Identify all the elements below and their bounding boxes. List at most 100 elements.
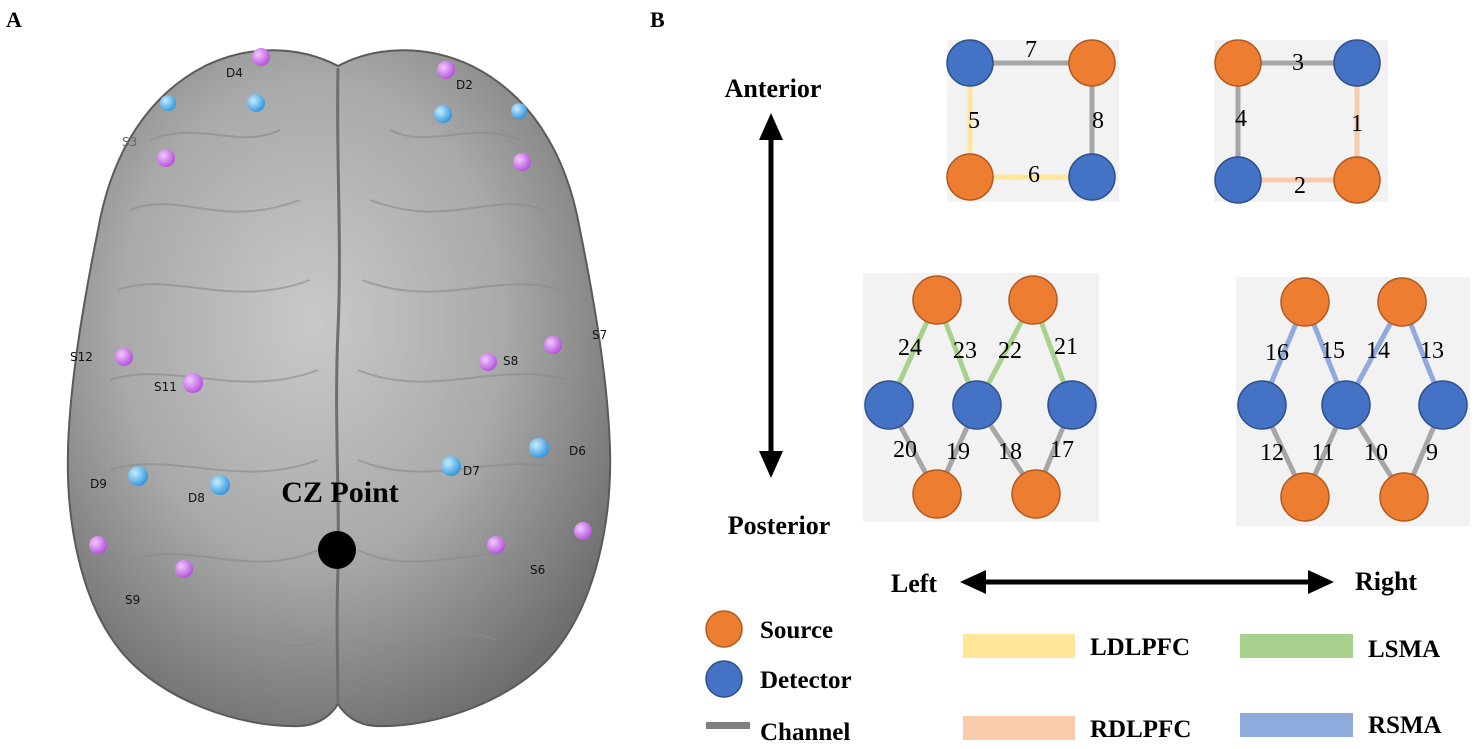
legend: Source Detector Channel LDLPFC LSMA RDLP… [705,610,1442,746]
posterior-label: Posterior [728,511,831,540]
detector-node [952,380,1002,430]
legend-channel-label: Channel [760,719,850,746]
channel-7-label: 7 [1025,37,1037,63]
source-node [1280,277,1330,327]
source-node [1377,277,1427,327]
optode-label-d7: D7 [463,464,480,478]
detector-node [1047,380,1097,430]
brain-top-view: D4 D2 S3 S12 S11 S8 S7 D6 D7 D8 D9 S6 S9… [66,48,612,728]
legend-ldlpfc-swatch [963,634,1075,658]
channel-5-label: 5 [968,108,980,134]
channel-6-label: 6 [1028,162,1040,188]
detector-optode [529,438,549,458]
channel-1-label: 1 [1351,111,1363,137]
detector-node [1068,153,1116,201]
source-node [1068,39,1116,87]
channel-18-label: 18 [998,439,1022,465]
legend-rsma-label: RSMA [1368,712,1442,739]
source-optode [252,48,270,66]
source-optode [157,149,175,167]
legend-rdlpfc-label: RDLPFC [1090,716,1191,743]
legend-source-label: Source [760,617,833,644]
rdlpfc-channel-group: 3 4 1 2 [1214,39,1388,204]
optode-label-s8: S8 [503,354,518,368]
anterior-label: Anterior [725,74,822,103]
detector-node [946,39,994,87]
optode-label-s9: S9 [125,593,140,607]
detector-optode [247,94,265,112]
arrow-head-right [1308,570,1334,594]
legend-ldlpfc-label: LDLPFC [1090,634,1190,661]
right-label: Right [1355,567,1417,596]
source-optode [89,536,107,554]
channel-12-label: 12 [1260,440,1284,466]
source-node [1379,472,1429,522]
channel-20-label: 20 [893,437,917,463]
channel-2-label: 2 [1294,173,1306,199]
cz-point-marker [318,531,356,569]
source-node [946,153,994,201]
source-node [1280,472,1330,522]
ldlpfc-channel-group: 7 5 8 6 [946,37,1119,202]
channel-10-label: 10 [1364,440,1388,466]
channel-11-label: 11 [1311,440,1334,466]
channel-23-label: 23 [953,338,977,364]
longitudinal-fissure [335,67,341,705]
detector-optode [434,105,452,123]
source-optode [487,536,505,554]
detector-optode [128,466,148,486]
legend-rsma-swatch [1240,713,1353,737]
optode-label-d4: D4 [226,66,243,80]
optode-label-d8: D8 [188,491,205,505]
legend-lsma-swatch [1240,634,1353,658]
channel-17-label: 17 [1050,437,1074,463]
channel-22-label: 22 [998,338,1022,364]
source-node [1214,39,1262,87]
optode-label-d6: D6 [569,444,586,458]
optode-label-s3: S3 [122,135,137,149]
panel-label-a: A [6,7,22,32]
legend-detector-label: Detector [760,667,852,694]
channel-4-label: 4 [1235,106,1247,132]
legend-rdlpfc-swatch [963,716,1075,740]
optode-label-d2: D2 [456,78,473,92]
channel-13-label: 13 [1420,338,1444,364]
source-node [912,469,962,519]
gyri-texture [109,129,567,647]
legend-detector-swatch [705,660,743,698]
source-node [912,275,962,325]
lsma-channel-group: 24 23 22 21 20 19 18 17 [863,273,1099,522]
left-right-axis: Left Right [891,567,1417,598]
channel-9-label: 9 [1426,440,1438,466]
source-node [1008,275,1058,325]
source-node [1011,469,1061,519]
source-optode [183,373,203,393]
cz-point-label: CZ Point [281,476,399,509]
detector-node [1237,380,1287,430]
arrow-head-up [759,113,783,140]
channel-3-label: 3 [1292,50,1304,76]
legend-lsma-label: LSMA [1368,636,1440,663]
channel-21-label: 21 [1054,334,1078,360]
source-optode [175,560,193,578]
detector-node [1321,380,1371,430]
channel-8-label: 8 [1092,108,1104,134]
detector-optode [511,103,527,119]
source-optode [437,61,455,79]
arrow-head-left [960,570,986,594]
panel-label-b: B [650,7,665,32]
brain-source-optodes [89,48,592,578]
optode-label-s6: S6 [530,563,545,577]
detector-optode [210,475,230,495]
channel-14-label: 14 [1366,338,1390,364]
arrow-head-down [759,451,783,478]
legend-source-swatch [705,610,743,648]
source-node [1333,156,1381,204]
optode-label-s7: S7 [592,328,607,342]
legend-channel-swatch [706,722,750,729]
source-optode [115,348,133,366]
optode-label-d9: D9 [90,477,107,491]
optode-label-s12: S12 [70,350,93,364]
channel-16-label: 16 [1265,340,1289,366]
